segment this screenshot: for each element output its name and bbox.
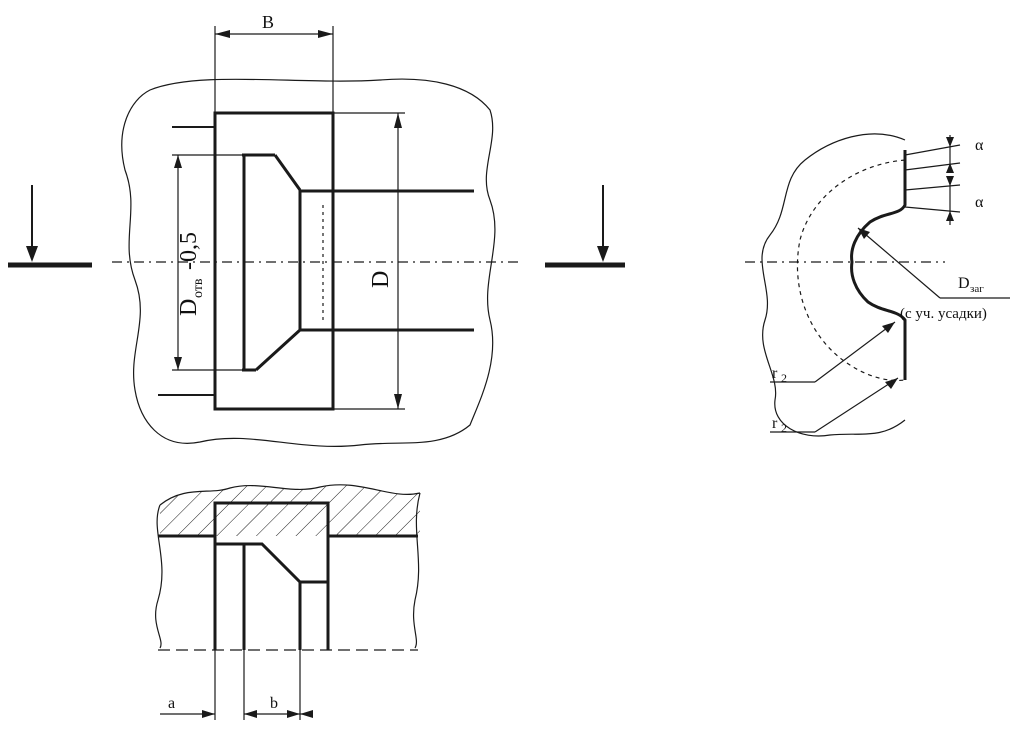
label-r2-2: r (772, 415, 778, 432)
break-outline (121, 78, 496, 448)
label-r2-1: r (772, 365, 778, 382)
label-r2-1-sub: 2 (781, 371, 787, 385)
dim-hole-arrow-top (174, 155, 182, 168)
boss-rect (213, 111, 335, 411)
section-view (155, 484, 421, 720)
dim-hole-arrow-bot (174, 357, 182, 370)
label-outer-d: D (368, 271, 394, 288)
label-alpha-2: α (975, 194, 984, 211)
detail-profile (850, 150, 907, 380)
cone-bottom-slope (254, 328, 302, 372)
label-a: a (168, 695, 175, 712)
wall-hatch-outline (159, 484, 421, 506)
label-dzag: D (958, 275, 970, 292)
break-left (155, 504, 163, 649)
dim-outer-arrow-top (394, 113, 402, 128)
label-outer-dim-group: D (368, 271, 394, 288)
dim-b-arrow-right (318, 30, 333, 38)
detail-view (745, 133, 1010, 437)
section-marker-left (8, 185, 92, 268)
label-b-small: b (270, 695, 278, 712)
detail-break-outline (761, 133, 906, 437)
main-view (112, 26, 520, 448)
label-r2-2-sub: 2 (781, 421, 787, 435)
label-hole-sub: отв (191, 278, 206, 298)
section-marker-right (545, 185, 625, 268)
label-hole-dim-group: D отв -0,5 (176, 232, 206, 316)
wall-hatch (160, 484, 420, 536)
label-b: B (262, 12, 274, 32)
dzag-leader (857, 227, 941, 299)
label-hole-d: D (176, 299, 202, 316)
break-right (412, 492, 421, 649)
label-shrinkage: (с уч. усадки) (900, 306, 987, 322)
dim-outer-arrow-bot (394, 394, 402, 409)
label-alpha-1: α (975, 137, 984, 154)
cone-top-slope (273, 154, 302, 191)
label-hole-tol: -0,5 (176, 232, 202, 270)
label-dzag-sub: заг (970, 283, 984, 295)
detail-dashed-arc (796, 159, 906, 382)
dim-b-arrow-left (215, 30, 230, 38)
